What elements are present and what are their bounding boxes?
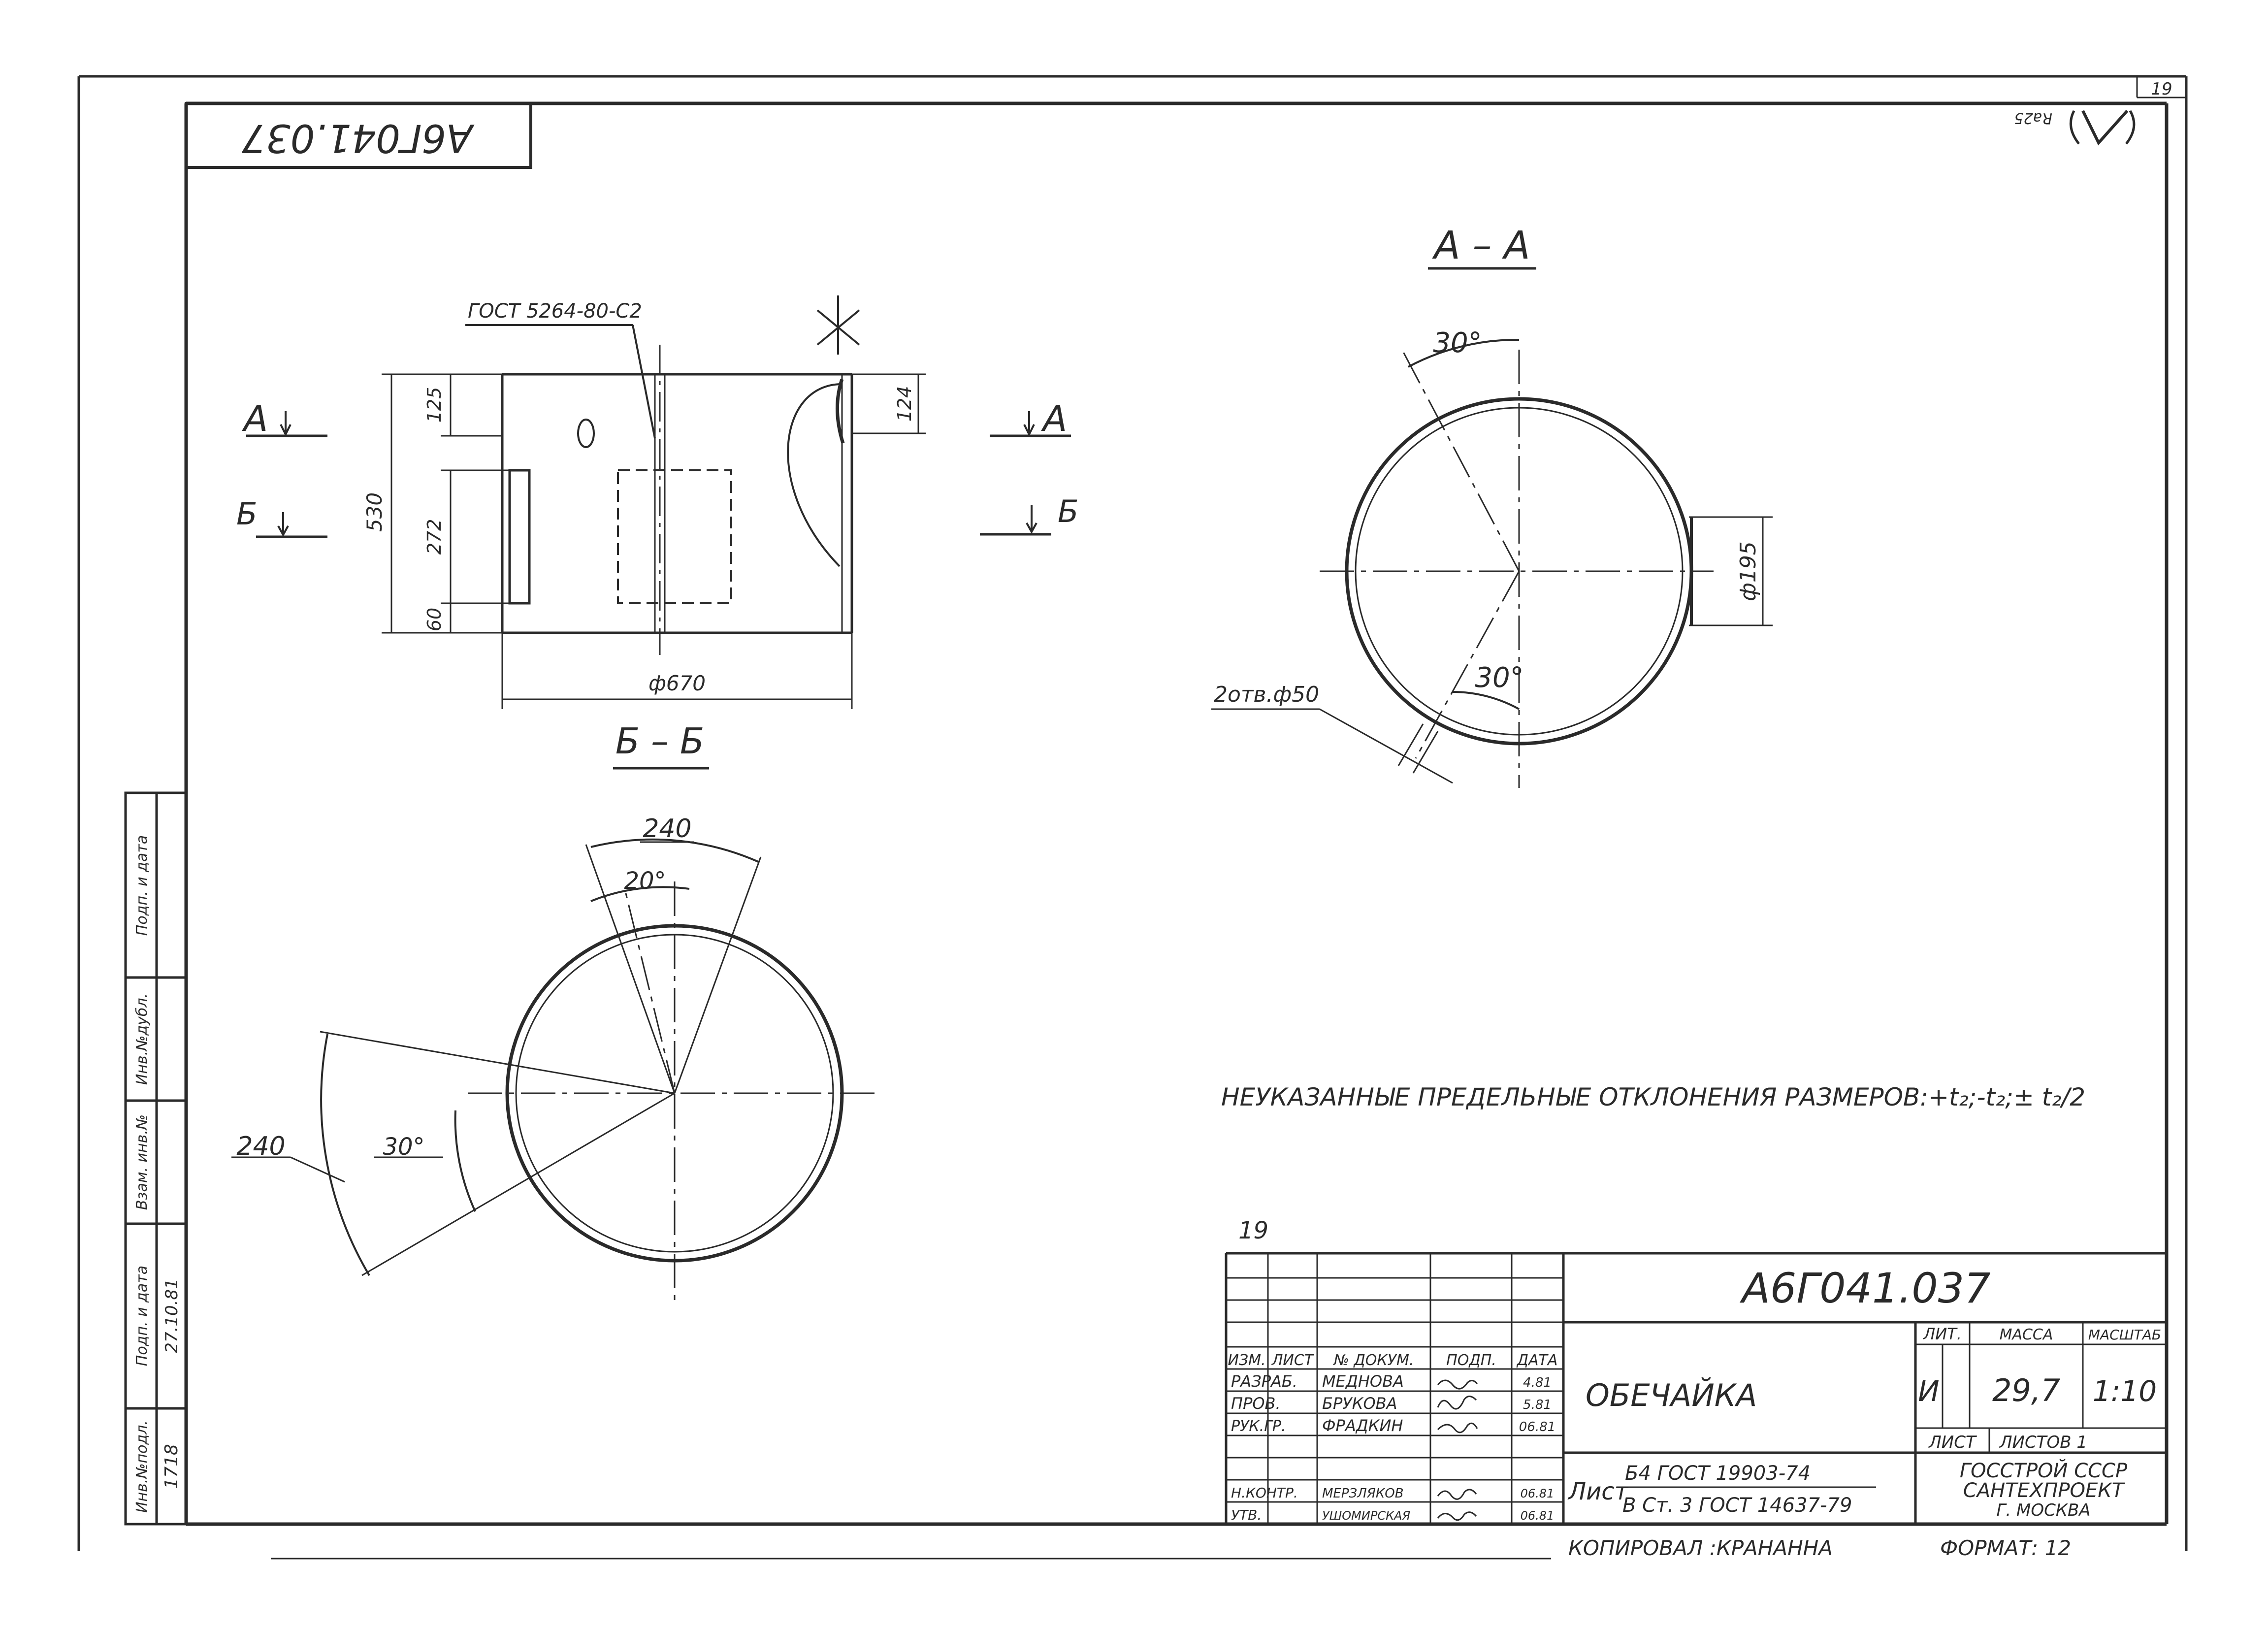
svg-text:Б: Б — [1058, 493, 1079, 529]
tb-org-line2: САНТЕХПРОЕКТ — [1963, 1479, 2126, 1502]
name-2: ФРАДКИН — [1322, 1416, 1403, 1435]
side-label-0: Инв.№подл. — [133, 1420, 151, 1513]
dim-overall-height: 530 — [362, 492, 387, 532]
side-label-2: Взам. инв.№ — [133, 1114, 151, 1210]
tb-mass-label: МАССА — [2000, 1326, 2053, 1343]
side-stamp: Инв.№подл. Подп. и дата Взам. инв.№ Инв.… — [124, 791, 188, 1526]
col-header-4: ДАТА — [1516, 1352, 1558, 1369]
sheet-frame — [77, 75, 2188, 1560]
aa-dim-window: ф195 — [1736, 541, 1761, 601]
svg-text:Б: Б — [236, 496, 258, 532]
name-0: МЕДНОВА — [1322, 1372, 1404, 1391]
date-4: 06.81 — [1521, 1509, 1555, 1523]
section-mark-b-right: Б — [980, 493, 1079, 536]
role-1: ПРОВ. — [1231, 1394, 1281, 1413]
top-stamp-code: А6Г041.037 — [185, 102, 532, 169]
section-mark-b-left: Б — [236, 496, 327, 538]
side-label-1: Подп. и дата — [133, 1266, 151, 1366]
tb-material-bottom: В Ст. 3 ГОСТ 14637-79 — [1622, 1494, 1852, 1517]
tb-scale-value: 1:10 — [2093, 1374, 2157, 1408]
svg-text:А: А — [242, 398, 268, 439]
side-label-3: Инв.№дубл. — [133, 993, 151, 1085]
section-mark-a-right: А — [990, 398, 1071, 439]
dim-bottom: 60 — [423, 608, 445, 631]
aa-angle-bottom: 30° — [1475, 662, 1523, 694]
tb-org-line3: Г. МОСКВА — [1996, 1500, 2090, 1520]
date-2: 06.81 — [1519, 1420, 1555, 1434]
tb-scale-label: МАСШТАБ — [2088, 1327, 2161, 1343]
tb-material-prefix: Лист — [1567, 1478, 1629, 1505]
side-signature-date: 27.10.81 — [162, 1278, 182, 1353]
stray-number: 19 — [1238, 1217, 1268, 1244]
svg-text:А: А — [1041, 398, 1067, 439]
dim-top: 125 — [423, 387, 445, 423]
tb-lit-label: ЛИТ. — [1923, 1325, 1962, 1343]
format-label: ФОРМАТ: 12 — [1940, 1536, 2071, 1560]
section-bb-title: Б – Б — [616, 720, 705, 762]
date-1: 5.81 — [1523, 1398, 1552, 1412]
bb-arc-left: 240 — [236, 1132, 285, 1161]
col-header-1: ЛИСТ — [1271, 1352, 1315, 1369]
dim-diameter: ф670 — [648, 671, 706, 695]
side-inv-number: 1718 — [162, 1444, 182, 1489]
tolerance-note: НЕУКАЗАННЫЕ ПРЕДЕЛЬНЫЕ ОТКЛОНЕНИЯ РАЗМЕР… — [1221, 1083, 2085, 1111]
title-block: ИЗМ. ЛИСТ № ДОКУМ. ПОДП. ДАТА РАЗРАБ. МЕ… — [1225, 1252, 2167, 1524]
stamp-code-rotated: А6Г041.037 — [242, 116, 475, 160]
front-view: ГОСТ 5264-80-С2 530 125 272 60 — [236, 295, 1079, 770]
bb-arc-top: 240 — [643, 814, 691, 844]
section-aa: А – А 30° 30° ф195 2отв.ф — [1211, 224, 1773, 788]
name-3: МЕРЗЛЯКОВ — [1322, 1486, 1404, 1501]
col-header-0: ИЗМ. — [1228, 1352, 1265, 1369]
name-1: БРУКОВА — [1322, 1394, 1397, 1413]
aa-holes-callout: 2отв.ф50 — [1214, 682, 1319, 707]
col-header-3: ПОДП. — [1446, 1352, 1496, 1369]
tb-sheet-label: ЛИСТ — [1928, 1433, 1977, 1452]
tb-material-top: Б4 ГОСТ 19903-74 — [1625, 1462, 1811, 1485]
copied-by: КОПИРОВАЛ :КРАНАННА — [1568, 1536, 1833, 1560]
tb-mass-value: 29,7 — [1992, 1372, 2060, 1408]
dim-right: 124 — [894, 386, 915, 422]
weld-callout: ГОСТ 5264-80-С2 — [468, 300, 642, 323]
roughness-symbol: Ra25 — [2014, 109, 2136, 146]
side-label-4: Подп. и дата — [133, 835, 151, 936]
section-aa-title: А – А — [1431, 224, 1530, 268]
aa-angle-top: 30° — [1433, 327, 1482, 359]
date-0: 4.81 — [1523, 1375, 1552, 1390]
tb-org-line1: ГОССТРОЙ СССР — [1960, 1459, 2128, 1482]
section-mark-a-left: А — [242, 398, 327, 439]
role-0: РАЗРАБ. — [1231, 1372, 1297, 1391]
tb-sheets-label: ЛИСТОВ 1 — [1999, 1433, 2087, 1452]
role-3: Н.КОНТР. — [1231, 1485, 1298, 1501]
role-4: УТВ. — [1231, 1507, 1262, 1523]
dim-window: 272 — [423, 519, 445, 555]
name-4: УШОМИРСКАЯ — [1322, 1509, 1411, 1523]
tb-lit-value: И — [1918, 1374, 1939, 1408]
date-3: 06.81 — [1521, 1487, 1555, 1500]
col-header-2: № ДОКУМ. — [1333, 1352, 1414, 1369]
section-bb: 240 20° 240 30° — [231, 814, 881, 1305]
signatures — [1437, 1379, 1478, 1521]
role-2: РУК.ГР. — [1231, 1418, 1286, 1435]
tb-part-name: ОБЕЧАЙКА — [1586, 1377, 1757, 1413]
bb-angle-top: 20° — [624, 867, 666, 895]
corner-sheet-number: 19 — [2151, 79, 2172, 99]
bb-angle-left: 30° — [383, 1133, 424, 1161]
tb-designation: А6Г041.037 — [1739, 1264, 1990, 1312]
roughness-value: Ra25 — [2014, 109, 2052, 127]
